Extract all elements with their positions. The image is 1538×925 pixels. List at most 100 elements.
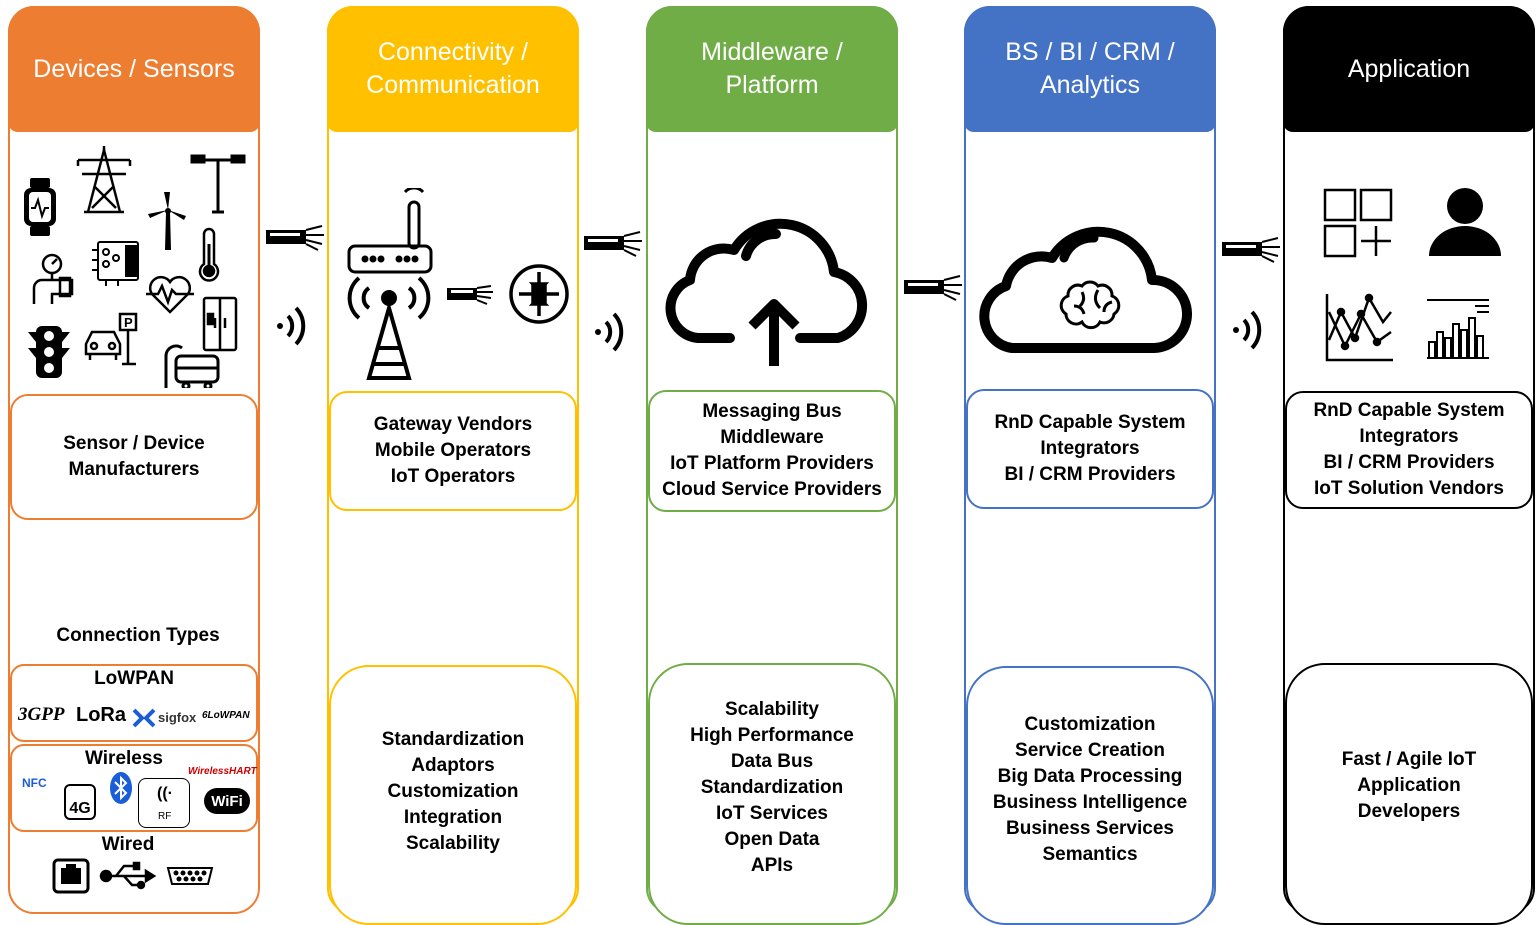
features-box-middleware: Scalability High Performance Data Bus St… (648, 663, 896, 925)
column-header-analytics: BS / BI / CRM / Analytics (964, 6, 1216, 132)
provider-line: BI / CRM Providers (1323, 452, 1495, 473)
provider-line: RnD Capable System (1313, 400, 1505, 421)
column-title: BS / BI / CRM / (1005, 38, 1175, 66)
rf-wave-icon: ((· (157, 785, 173, 802)
link-analytics-application (1222, 237, 1280, 350)
user-icon (1429, 188, 1501, 256)
feature-line: IoT Services (716, 803, 828, 824)
nfc-logo: NFC (22, 776, 47, 790)
link-devices-connectivity (266, 225, 324, 346)
router-icon (347, 188, 433, 274)
wireless-signal-icon (595, 312, 624, 352)
provider-line: Messaging Bus (702, 401, 842, 422)
ethernet-port-icon (52, 858, 90, 894)
serial-port-icon (166, 867, 214, 885)
features-box-connectivity: Standardization Adaptors Customization I… (329, 665, 577, 925)
provider-line: Integrators (1040, 438, 1140, 459)
provider-line: Mobile Operators (374, 440, 532, 461)
refrigerator-icon (202, 296, 238, 352)
features-box-application: Fast / Agile IoT Application Developers (1285, 663, 1533, 925)
rf-icon: ((· RF (138, 778, 190, 828)
column-title: Communication (366, 71, 540, 99)
feature-line: Fast / Agile IoT (1341, 749, 1477, 770)
feature-line: Scalability (725, 699, 819, 720)
provider-line: Gateway Vendors (373, 414, 533, 435)
rf-logo: RF (158, 811, 172, 822)
feature-line: Application (1357, 775, 1461, 796)
provider-line: BI / CRM Providers (1004, 464, 1176, 485)
provider-line: IoT Operators (390, 466, 516, 487)
app-grid-icon (1323, 188, 1393, 258)
wifi-icon: WiFi (204, 788, 250, 814)
device-icons-area: P (24, 146, 246, 388)
feature-line: Semantics (1042, 844, 1138, 865)
street-lamp-icon (190, 154, 246, 214)
wireless-signal-icon (277, 306, 306, 346)
cable-icon (447, 285, 493, 305)
column-analytics: BS / BI / CRM / Analytics RnD Capable Sy… (964, 6, 1216, 925)
feature-line: Customization (387, 781, 519, 802)
cell-tower-icon (347, 276, 431, 380)
cable-icon (266, 225, 324, 251)
column-title: Application (1347, 54, 1471, 83)
brain-icon (1059, 280, 1121, 330)
lowpan-box: LoWPAN 3GPP LoRa sigfox 6LoWPAN (10, 664, 258, 742)
wireless-signal-icon (1233, 310, 1262, 350)
connection-types-title: Connection Types (56, 625, 220, 646)
provider-line: Integrators (1359, 426, 1459, 447)
cable-icon (1222, 237, 1280, 263)
cloud-brain-icon (979, 226, 1192, 353)
providers-box-analytics: RnD Capable System Integrators BI / CRM … (966, 389, 1214, 509)
bus-stop-icon (164, 344, 220, 388)
providers-box-middleware: Messaging Bus Middleware IoT Platform Pr… (648, 390, 896, 512)
bar-chart-icon (1427, 299, 1489, 359)
features-box-analytics: Customization Service Creation Big Data … (966, 666, 1214, 925)
feature-line: Business Intelligence (992, 792, 1188, 813)
feature-line: Customization (1024, 714, 1156, 735)
connectivity-icons-area (347, 188, 569, 380)
network-switch-icon (509, 264, 569, 324)
column-title: Middleware / (701, 38, 843, 66)
heart-rate-icon (146, 275, 194, 314)
wireless-box: Wireless NFC 4G ((· RF WirelessHART WiFi (10, 744, 258, 832)
providers-box-devices: Sensor / Device Manufacturers (10, 394, 258, 520)
column-title: Devices / Sensors (33, 54, 235, 83)
column-header-connectivity: Connectivity / Communication (327, 6, 579, 132)
feature-line: Scalability (406, 833, 500, 854)
4g-icon: 4G (64, 784, 96, 820)
column-middleware: Middleware / Platform Messaging Bus Midd… (646, 6, 898, 925)
feature-line: Developers (1357, 801, 1461, 822)
traffic-light-icon (28, 326, 70, 378)
column-connectivity: Connectivity / Communication (327, 6, 579, 925)
feature-line: Data Bus (730, 751, 814, 772)
feature-line: Standardization (381, 729, 525, 750)
wired-title: Wired (101, 834, 155, 855)
thermometer-icon (198, 227, 220, 282)
3gpp-logo: 3GPP (18, 704, 65, 725)
column-header-middleware: Middleware / Platform (646, 6, 898, 132)
sigfox-logo: sigfox (158, 710, 197, 725)
feature-line: Adaptors (411, 755, 495, 776)
column-title: Connectivity / (377, 38, 529, 66)
provider-line: IoT Solution Vendors (1314, 478, 1504, 499)
wifi-logo: WiFi (211, 792, 243, 810)
column-devices-sensors: Devices / Sensors (8, 6, 260, 914)
usb-icon (99, 861, 157, 890)
bluetooth-icon (110, 772, 132, 804)
gas-meter-icon (32, 253, 74, 304)
6lowpan-logo: 6LoWPAN (202, 710, 250, 721)
feature-line: Big Data Processing (997, 766, 1183, 787)
wind-turbine-icon (148, 192, 186, 250)
providers-box-connectivity: Gateway Vendors Mobile Operators IoT Ope… (329, 391, 577, 511)
provider-line: Manufacturers (68, 459, 200, 480)
sigfox-icon (132, 708, 156, 728)
feature-line: Business Services (1006, 818, 1174, 839)
column-header-devices: Devices / Sensors (8, 6, 260, 132)
lowpan-title: LoWPAN (94, 668, 174, 689)
svg-text:P: P (124, 315, 133, 330)
feature-line: APIs (750, 855, 794, 876)
application-icons-area (1323, 188, 1501, 362)
provider-line: Sensor / Device (63, 433, 205, 454)
cloud-upload-icon (665, 218, 868, 366)
providers-box-application: RnD Capable System Integrators BI / CRM … (1285, 391, 1533, 509)
